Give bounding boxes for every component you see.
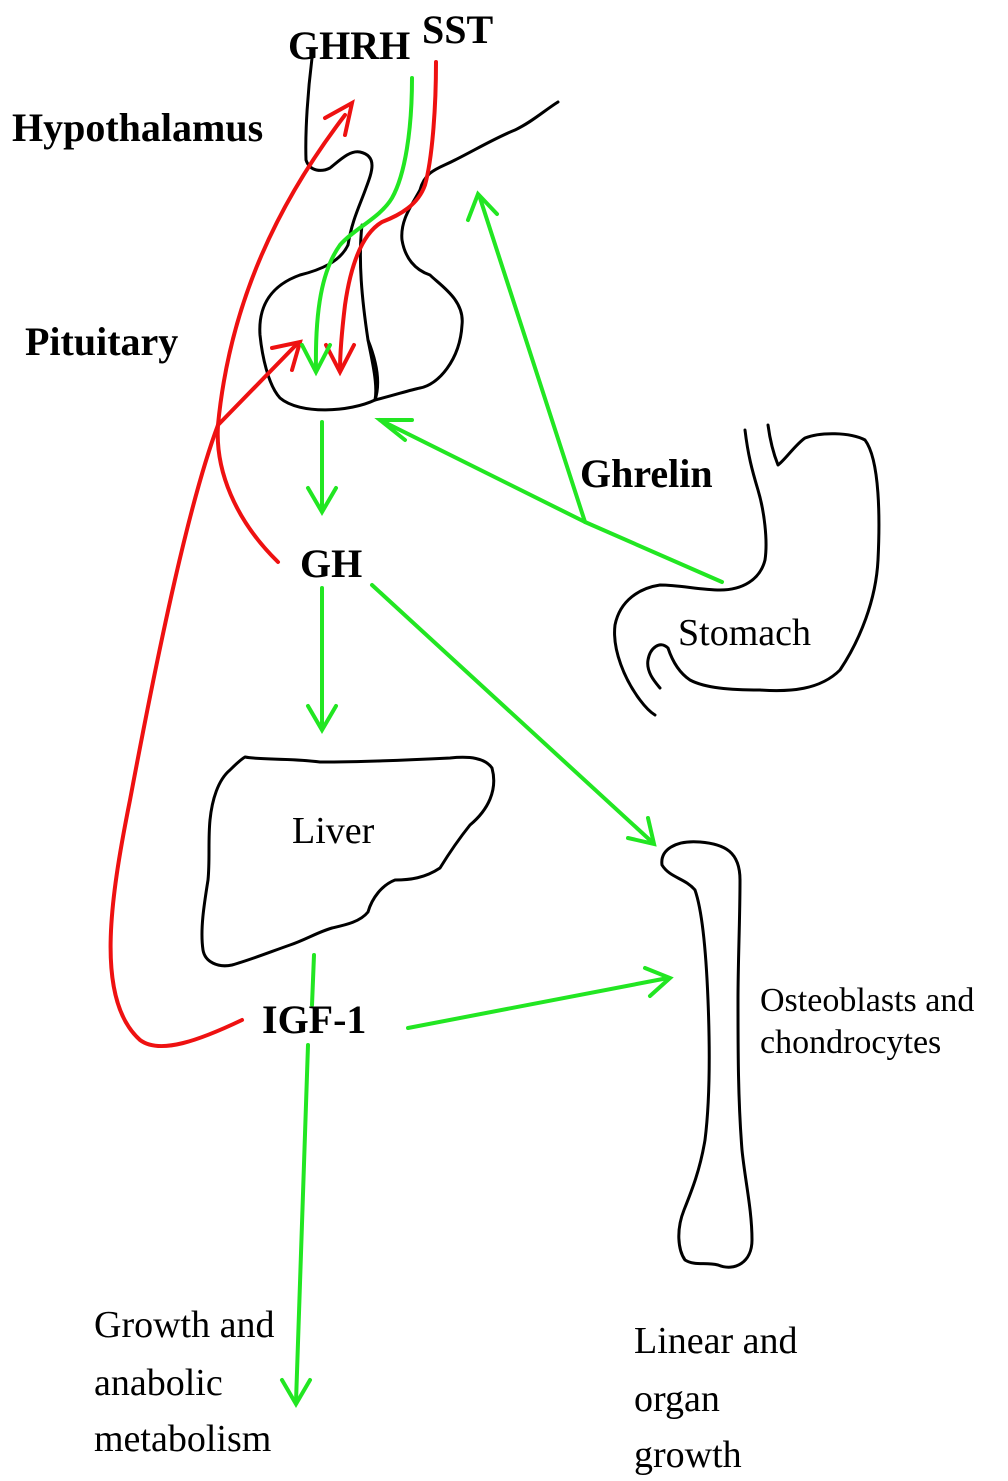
growth-label-line2: anabolic [94,1364,223,1402]
bone-outline [662,842,752,1267]
linear-growth-label-line2: organ [634,1380,720,1418]
liver-outline [202,757,494,966]
linear-growth-label-line1: Linear and [634,1322,798,1360]
sst-label: SST [422,10,493,50]
osteoblasts-label-line2: chondrocytes [760,1026,941,1060]
ghrh-label: GHRH [288,26,410,66]
igf1-to-bone-path [408,968,670,1028]
igf1-label: IGF-1 [262,1000,366,1040]
gh-label: GH [300,544,362,584]
gh-to-liver-path [308,588,336,730]
ghrelin-label: Ghrelin [580,454,713,494]
linear-growth-label-line3: growth [634,1436,742,1474]
gh-to-bone-path [372,585,654,844]
liver-label: Liver [292,812,374,850]
growth-label-line1: Growth and [94,1306,274,1344]
growth-label-line3: metabolism [94,1420,271,1458]
ghrelin-stimulation-paths [380,194,722,582]
pituitary-label: Pituitary [25,322,178,362]
igf1-to-growth-path [282,1045,310,1404]
hypothalamus-label: Hypothalamus [12,108,263,148]
pituitary-to-gh-path [308,422,336,512]
stomach-label: Stomach [678,614,811,652]
igf1-feedback-path [111,425,242,1046]
hypothalamus-pituitary-outline [260,58,558,410]
osteoblasts-label-line1: Osteoblasts and [760,984,974,1018]
ghrh-stimulation-path [302,78,412,372]
